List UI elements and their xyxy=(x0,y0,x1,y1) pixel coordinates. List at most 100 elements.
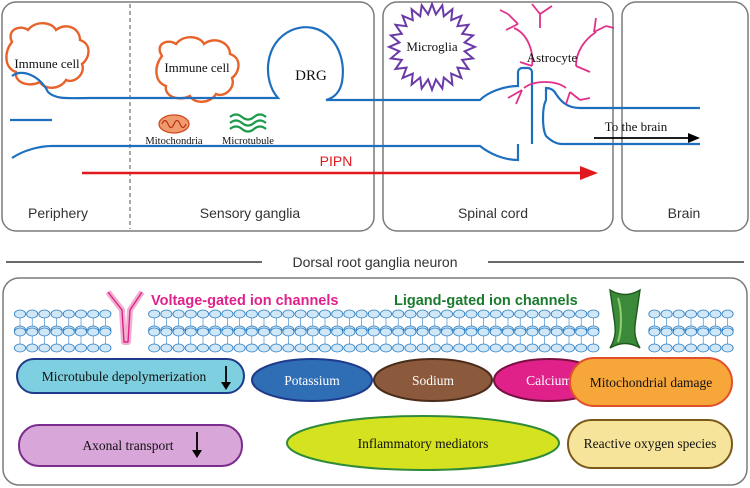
phospholipid-head xyxy=(257,309,270,319)
phospholipid-head xyxy=(550,309,563,319)
phospholipid-head xyxy=(148,327,161,337)
phospholipid-head xyxy=(245,343,258,353)
phospholipid-head xyxy=(514,327,527,337)
phospholipid-head xyxy=(221,327,234,337)
phospholipid-head xyxy=(660,327,673,337)
cell-membrane xyxy=(13,309,734,353)
phospholipid-head xyxy=(99,327,112,337)
phospholipid-head xyxy=(160,309,173,319)
to-the-brain-arrowhead xyxy=(688,133,700,143)
ligand-gated-channel-icon xyxy=(609,288,641,349)
phospholipid-head xyxy=(331,343,344,353)
pipn-arrowhead xyxy=(580,166,598,180)
phospholipid-head xyxy=(514,309,527,319)
phospholipid-head xyxy=(257,343,270,353)
phospholipid-head xyxy=(489,309,502,319)
phospholipid-head xyxy=(514,343,527,353)
phospholipid-head xyxy=(685,309,698,319)
pill-inflammatory-mediators: Inflammatory mediators xyxy=(286,415,560,471)
drg-label: DRG xyxy=(295,68,327,84)
phospholipid-head xyxy=(233,309,246,319)
phospholipid-head xyxy=(440,309,453,319)
immune-cell-label: Immune cell xyxy=(164,60,230,75)
phospholipid-head xyxy=(38,327,51,337)
phospholipid-head xyxy=(245,309,258,319)
phospholipid-head xyxy=(306,343,319,353)
phospholipid-head xyxy=(501,343,514,353)
pill-shape xyxy=(16,358,245,394)
phospholipid-head xyxy=(184,343,197,353)
phospholipid-head xyxy=(294,327,307,337)
phospholipid-head xyxy=(270,343,283,353)
pill-shape xyxy=(567,419,733,469)
phospholipid-head xyxy=(367,343,380,353)
phospholipid-head xyxy=(660,343,673,353)
phospholipid-head xyxy=(587,309,600,319)
pill-reactive-oxygen-species: Reactive oxygen species xyxy=(567,419,733,469)
phospholipid-head xyxy=(563,327,576,337)
top-panel: Immune cell Immune cell DRG Mitochondria xyxy=(1,1,749,232)
phospholipid-head xyxy=(379,327,392,337)
phospholipid-head xyxy=(38,309,51,319)
phospholipid-head xyxy=(75,327,88,337)
phospholipid-head xyxy=(404,309,417,319)
phospholipid-head xyxy=(563,343,576,353)
microtubule-icon xyxy=(229,113,267,133)
phospholipid-head xyxy=(343,327,356,337)
mitochondria-label: Mitochondria xyxy=(145,136,202,147)
phospholipid-head xyxy=(563,309,576,319)
pill-mitochondrial-damage: Mitochondrial damage xyxy=(569,357,733,407)
phospholipid-head xyxy=(453,327,466,337)
pill-shape xyxy=(18,424,243,467)
phospholipid-head xyxy=(184,327,197,337)
pill-label: Axonal transport xyxy=(82,438,173,453)
divider: Dorsal root ganglia neuron xyxy=(6,254,744,270)
phospholipid-head xyxy=(209,327,222,337)
phospholipid-head xyxy=(587,343,600,353)
astrocyte-shape xyxy=(499,3,615,105)
phospholipid-head xyxy=(367,309,380,319)
phospholipid-head xyxy=(87,343,100,353)
phospholipid-head xyxy=(13,343,26,353)
pill-shape xyxy=(569,357,733,407)
phospholipid-head xyxy=(709,309,722,319)
phospholipid-head xyxy=(404,327,417,337)
phospholipid-head xyxy=(575,343,588,353)
pill-sodium: Sodium xyxy=(373,358,493,402)
phospholipid-head xyxy=(660,309,673,319)
phospholipid-head xyxy=(221,343,234,353)
phospholipid-head xyxy=(477,327,490,337)
phospholipid-head xyxy=(75,343,88,353)
phospholipid-head xyxy=(538,343,551,353)
region-brain-label: Brain xyxy=(668,205,701,221)
pill-shape xyxy=(286,415,560,471)
phospholipid-head xyxy=(196,309,209,319)
phospholipid-head xyxy=(526,343,539,353)
bottom-panel: Voltage-gated ion channels Ligand-gated … xyxy=(2,277,748,486)
phospholipid-head xyxy=(489,327,502,337)
to-the-brain-label: To the brain xyxy=(605,119,668,134)
phospholipid-head xyxy=(294,343,307,353)
phospholipid-head xyxy=(685,327,698,337)
phospholipid-head xyxy=(428,327,441,337)
phospholipid-head xyxy=(465,327,478,337)
phospholipid-head xyxy=(416,343,429,353)
phospholipid-head xyxy=(477,309,490,319)
phospholipid-head xyxy=(13,327,26,337)
phospholipid-head xyxy=(440,327,453,337)
phospholipid-head xyxy=(392,327,405,337)
voltage-gated-label: Voltage-gated ion channels xyxy=(151,293,338,309)
phospholipid-head xyxy=(62,327,75,337)
phospholipid-head xyxy=(526,327,539,337)
down-arrow-icon xyxy=(192,432,202,458)
microtubule-label: Microtubule xyxy=(222,136,274,147)
phospholipid-head xyxy=(355,343,368,353)
phospholipid-head xyxy=(428,309,441,319)
pill-label: Mitochondrial damage xyxy=(590,375,713,390)
phospholipid-head xyxy=(99,343,112,353)
phospholipid-head xyxy=(697,343,710,353)
pill-label: Sodium xyxy=(412,373,455,388)
phospholipid-head xyxy=(575,327,588,337)
phospholipid-head xyxy=(379,309,392,319)
pill-shape xyxy=(251,358,373,402)
